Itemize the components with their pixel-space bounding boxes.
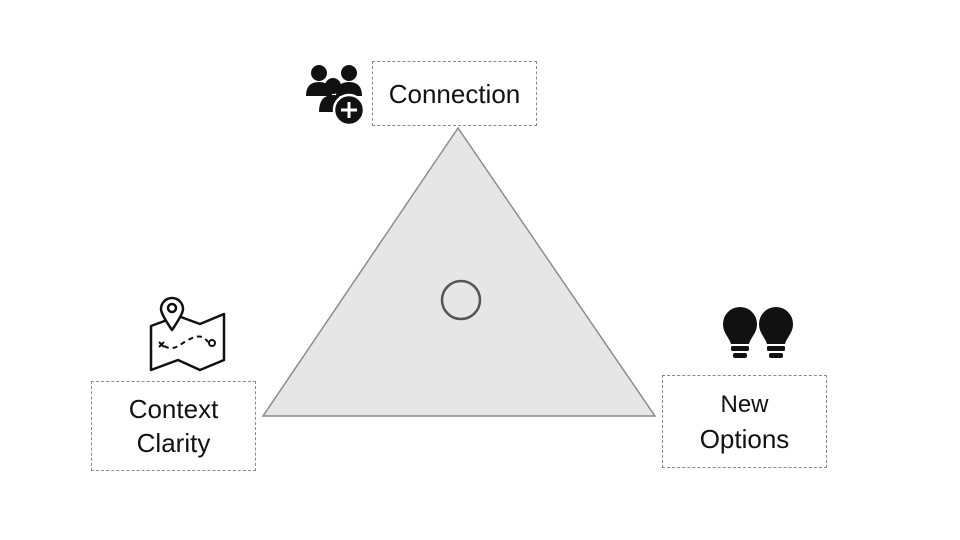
context-clarity-label-line1: Context — [128, 394, 219, 424]
lightbulbs-icon — [723, 307, 793, 358]
people-add-icon — [306, 65, 366, 127]
connection-label: Connection — [388, 78, 521, 109]
context-clarity-label-box: Context Clarity — [91, 381, 256, 471]
new-options-label-line2: Options — [699, 423, 790, 454]
triangle-shape — [261, 126, 657, 417]
connection-label-box: Connection — [372, 61, 537, 126]
new-options-label-box: New Options — [662, 375, 827, 468]
center-circle — [440, 279, 482, 321]
context-clarity-label-line2: Clarity — [136, 428, 211, 458]
new-options-label-line1: New — [720, 390, 769, 418]
map-route-icon — [149, 296, 226, 372]
